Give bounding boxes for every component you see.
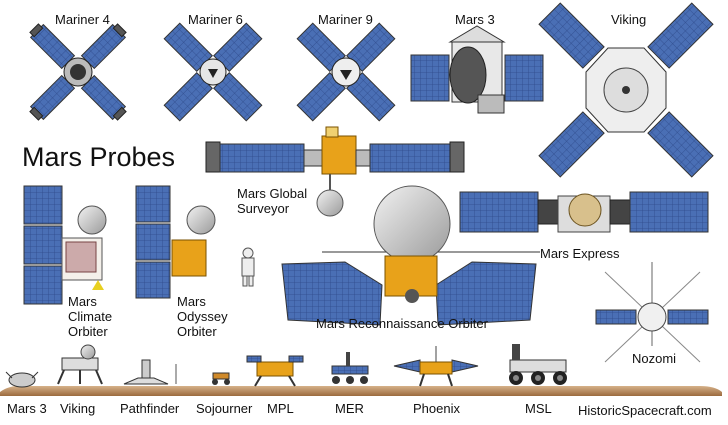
lander-label-mars3: Mars 3 [7, 401, 47, 416]
lander-label-msl: MSL [525, 401, 552, 416]
label-mco-line2: Climate [68, 309, 113, 324]
lander-phoenix [393, 346, 479, 387]
label-viking-orbiter: Viking [611, 12, 647, 27]
lander-label-sojourner: Sojourner [196, 401, 253, 416]
label-mariner9: Mariner 9 [318, 12, 373, 27]
label-mariner4: Mariner 4 [55, 12, 110, 27]
mgs-spacecraft [205, 126, 465, 217]
label-odyssey-line3: Orbiter [177, 324, 217, 339]
page-title: Mars Probes [22, 142, 176, 172]
lander-label-mpl: MPL [267, 401, 294, 416]
label-mco-line1: Mars [68, 294, 97, 309]
mco-spacecraft [23, 185, 107, 305]
lander-pathfinder [123, 359, 177, 385]
viking-orbiter [538, 2, 714, 178]
lander-viking [57, 344, 103, 385]
label-mariner6: Mariner 6 [188, 12, 243, 27]
lander-msl [509, 344, 567, 385]
lander-label-pathfinder: Pathfinder [120, 401, 180, 416]
credit-text: HistoricSpacecraft.com [578, 403, 712, 418]
lander-mpl [246, 355, 304, 387]
lander-mer [331, 352, 369, 384]
mariner9-spacecraft [296, 22, 396, 122]
odyssey-spacecraft [135, 185, 216, 299]
lander-label-mer: MER [335, 401, 364, 416]
lander-mars3 [5, 371, 39, 388]
mro-spacecraft [281, 185, 540, 326]
nozomi-spacecraft [595, 262, 709, 363]
label-odyssey-line1: Mars [177, 294, 206, 309]
label-nozomi: Nozomi [632, 351, 677, 366]
label-odyssey-line2: Odyssey [177, 309, 228, 324]
mars-surface [0, 385, 722, 396]
mex-spacecraft [459, 191, 709, 233]
lander-label-phoenix: Phoenix [413, 401, 460, 416]
label-mgs-line2: Surveyor [237, 201, 290, 216]
astronaut-scale-figure [241, 247, 255, 287]
mariner6-spacecraft [163, 22, 263, 122]
label-mars-express: Mars Express [540, 246, 620, 261]
mars3-orbiter [410, 25, 544, 114]
mariner4-spacecraft [29, 23, 127, 121]
label-mco-line3: Orbiter [68, 324, 108, 339]
lander-label-viking: Viking [60, 401, 96, 416]
lander-sojourner [212, 372, 230, 385]
label-mgs-line1: Mars Global [237, 186, 308, 201]
label-mro: Mars Reconnaissance Orbiter [316, 316, 488, 331]
label-mars3-orbiter: Mars 3 [455, 12, 495, 27]
